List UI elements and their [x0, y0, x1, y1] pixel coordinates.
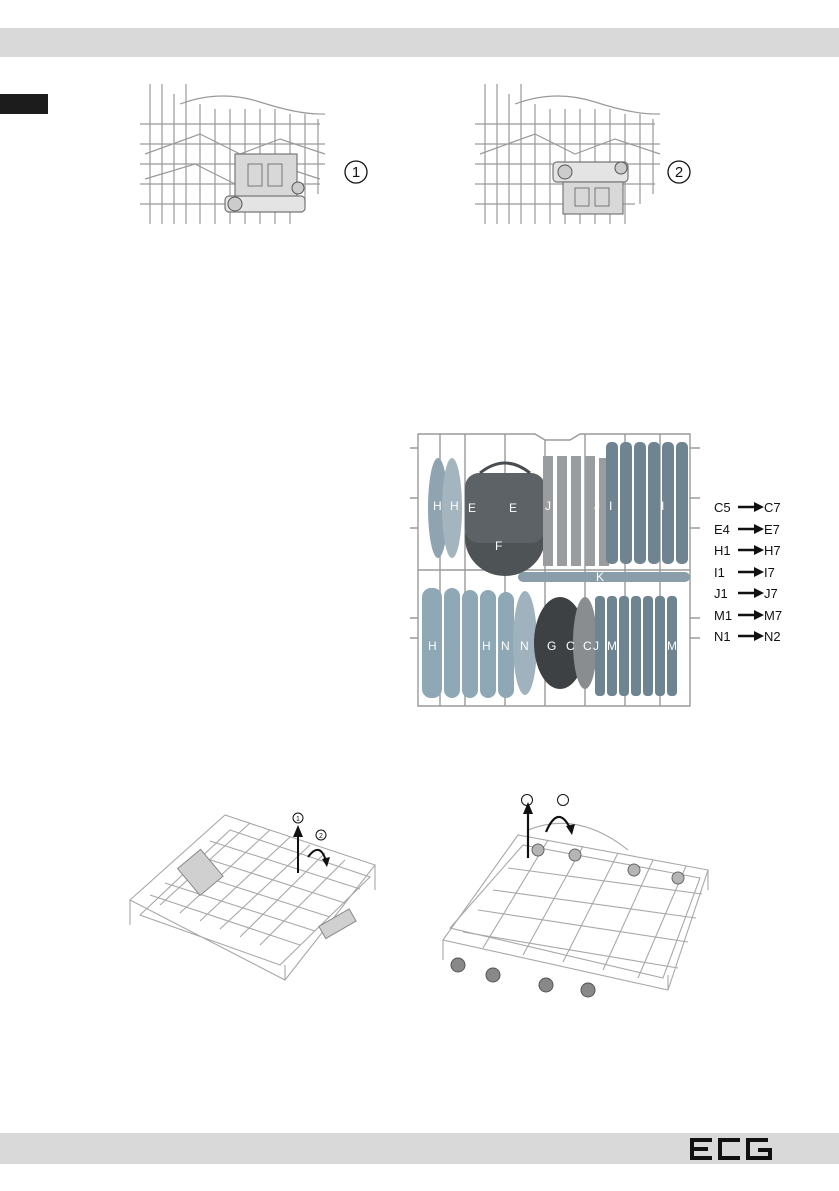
- legend-from: M1: [714, 605, 732, 627]
- diagram-label: N: [501, 639, 510, 653]
- arrow-right-icon: [738, 609, 764, 621]
- diagram-label: I: [609, 499, 612, 513]
- upper-basket-removal-figure: 1 2: [120, 805, 382, 990]
- legend-from: N1: [714, 626, 731, 648]
- legend-to: E7: [764, 519, 780, 541]
- diagram-label: C: [583, 639, 592, 653]
- diagram-label: H: [433, 499, 442, 513]
- lower-basket-figure: [438, 790, 718, 1000]
- diagram-label: N: [520, 639, 529, 653]
- diagram-label: M: [607, 639, 617, 653]
- diagram-label: K: [596, 570, 604, 584]
- legend-from: C5: [714, 497, 731, 519]
- diagram-label: H: [428, 639, 437, 653]
- loading-diagram: H H E E F J J I I K H H N N G C C J M M: [410, 428, 700, 710]
- legend-row: C5 C7: [714, 497, 834, 519]
- upper-basket-adjuster-figure-2: [475, 84, 715, 232]
- diagram-label: J: [594, 499, 600, 513]
- step-2-badge: 2: [666, 159, 692, 185]
- legend-row: J1 J7: [714, 583, 834, 605]
- diagram-label: H: [482, 639, 491, 653]
- arrow-right-icon: [738, 630, 764, 642]
- legend-from: J1: [714, 583, 728, 605]
- diagram-label: C: [566, 639, 575, 653]
- diagram-label: M: [667, 639, 677, 653]
- arrow-right-icon: [738, 501, 764, 513]
- header-band: [0, 28, 839, 57]
- legend-to: M7: [764, 605, 782, 627]
- legend-to: H7: [764, 540, 781, 562]
- legend-row: E4 E7: [714, 519, 834, 541]
- arrow-right-icon: [738, 566, 764, 578]
- svg-text:2: 2: [675, 164, 683, 181]
- ecg-logo: [688, 1138, 774, 1160]
- legend-to: N2: [764, 626, 781, 648]
- svg-text:2: 2: [319, 833, 323, 840]
- step-1-badge: 1: [343, 159, 369, 185]
- legend-row: H1 H7: [714, 540, 834, 562]
- legend-row: I1 I7: [714, 562, 834, 584]
- diagram-label: F: [495, 539, 502, 553]
- arrow-right-icon: [738, 523, 764, 535]
- legend-row: M1 M7: [714, 605, 834, 627]
- diagram-label: E: [468, 501, 476, 515]
- svg-text:1: 1: [296, 816, 300, 823]
- legend-to: I7: [764, 562, 775, 584]
- loading-legend: C5 C7 E4 E7 H1 H7 I1 I7 J1 J7 M1 M7 N1 N…: [714, 497, 834, 648]
- upper-basket-adjuster-figure-1: [140, 84, 380, 232]
- legend-to: J7: [764, 583, 778, 605]
- legend-from: I1: [714, 562, 725, 584]
- legend-from: E4: [714, 519, 730, 541]
- svg-text:1: 1: [352, 164, 360, 181]
- arrow-right-icon: [738, 587, 764, 599]
- diagram-label: J: [593, 639, 599, 653]
- legend-row: N1 N2: [714, 626, 834, 648]
- legend-to: C7: [764, 497, 781, 519]
- legend-from: H1: [714, 540, 731, 562]
- diagram-label: H: [450, 499, 459, 513]
- language-tab: [0, 94, 48, 114]
- diagram-label: J: [545, 499, 551, 513]
- arrow-right-icon: [738, 544, 764, 556]
- diagram-label: G: [547, 639, 556, 653]
- diagram-label: I: [661, 499, 664, 513]
- diagram-label: E: [509, 501, 517, 515]
